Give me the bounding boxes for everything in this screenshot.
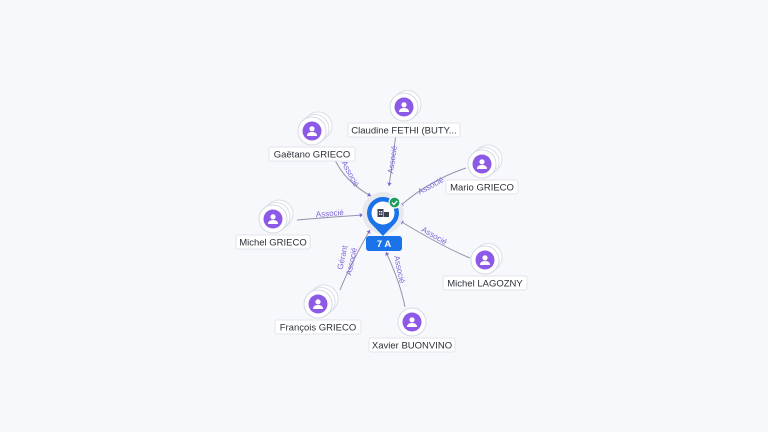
person-avatar-icon — [472, 154, 492, 174]
company-node[interactable]: 7 A — [362, 192, 404, 251]
person-name: Xavier BUONVINO — [372, 341, 452, 352]
person-name-box — [274, 319, 362, 335]
edge-line — [388, 132, 397, 187]
edge-label: Associé — [420, 225, 449, 247]
edge-line — [399, 220, 471, 259]
edge-arrow-icon — [359, 212, 363, 218]
edge-michel-lagozny: Associé — [399, 220, 471, 259]
edge-arrow-icon — [387, 182, 392, 186]
edge-label: Associé — [392, 255, 407, 285]
company-label: 7 A — [377, 239, 392, 250]
edge-label: Associé — [340, 159, 361, 188]
person-name-box — [347, 122, 461, 138]
edge-gaetano: Associé — [333, 157, 372, 197]
person-node-michel-grieco[interactable]: Michel GRIECO — [235, 199, 311, 250]
verified-check-icon — [388, 196, 401, 209]
edge-line — [333, 157, 372, 197]
building-icon — [377, 209, 389, 217]
person-avatar-icon — [475, 250, 495, 270]
person-node-gaetano[interactable]: Gaëtano GRIECO — [268, 111, 356, 162]
person-node-xavier[interactable]: Xavier BUONVINO — [368, 307, 456, 353]
person-node-mario[interactable]: Mario GRIECO — [445, 144, 519, 195]
person-name: Gaëtano GRIECO — [274, 150, 351, 161]
person-name: Michel LAGOZNY — [447, 279, 523, 290]
person-avatar-icon — [308, 294, 328, 314]
edge-line — [296, 214, 364, 221]
edge-arrow-icon — [366, 230, 371, 234]
edge-michel-grieco: Associé — [296, 208, 364, 221]
edge-arrow-icon — [385, 252, 390, 256]
person-avatar-icon — [394, 97, 414, 117]
person-node-claudine[interactable]: Claudine FETHI (BUTY... — [347, 90, 461, 138]
person-avatar-icon — [302, 121, 322, 141]
person-name-box — [442, 275, 528, 291]
edge-claudine: Associé — [386, 132, 399, 187]
edge-line — [339, 229, 371, 291]
edge-line — [399, 167, 467, 207]
person-name: Mario GRIECO — [450, 183, 514, 194]
person-name-box — [235, 234, 311, 250]
person-avatar-icon — [263, 209, 283, 229]
edge-arrow-icon — [367, 192, 371, 197]
person-name: Michel GRIECO — [239, 238, 307, 249]
person-node-francois[interactable]: François GRIECO — [274, 284, 362, 335]
edge-label: Associé — [386, 145, 399, 175]
person-name: Claudine FETHI (BUTY... — [351, 126, 456, 137]
person-name: François GRIECO — [280, 323, 357, 334]
edge-label: Associé — [316, 208, 345, 219]
nodes-layer: Claudine FETHI (BUTY... Gaëtano GRIECO Mar… — [235, 90, 528, 353]
person-node-michel-lagozny[interactable]: Michel LAGOZNY — [442, 243, 528, 291]
edge-line — [385, 251, 406, 308]
person-name-box — [268, 146, 356, 162]
person-name-box — [445, 179, 519, 195]
person-name-box — [368, 337, 456, 353]
person-avatar-icon — [402, 312, 422, 332]
edge-label: Associé — [416, 175, 445, 196]
company-label-box — [366, 236, 402, 251]
edge-xavier: Associé — [385, 251, 407, 308]
